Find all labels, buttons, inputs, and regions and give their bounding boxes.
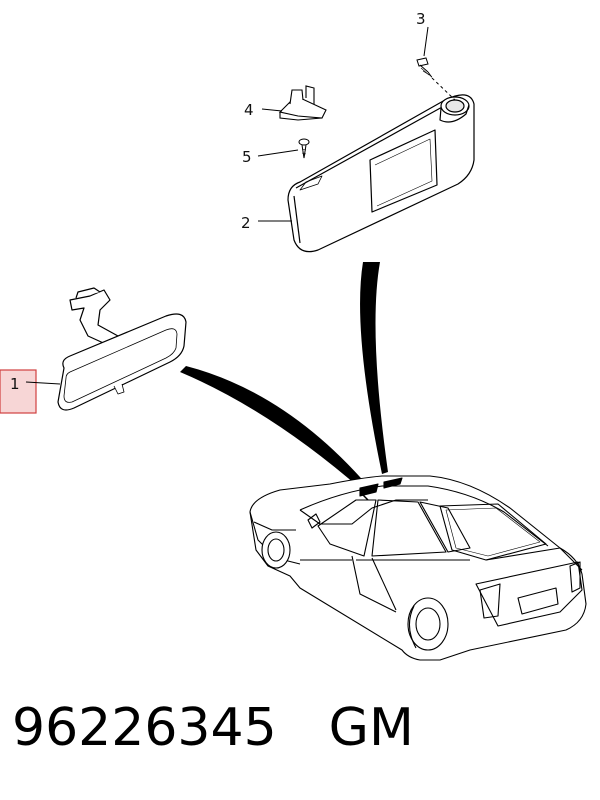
- callout-1-highlight: [0, 369, 61, 414]
- part-number: 96226345: [12, 698, 277, 758]
- screw-3: [416, 57, 456, 101]
- car-illustration: [249, 475, 587, 661]
- brand-label: GM: [328, 698, 414, 758]
- callout-2: 2: [241, 214, 251, 232]
- part-caption: 96226345 GM: [12, 698, 414, 758]
- callout-5: 5: [242, 148, 252, 166]
- callout-3: 3: [416, 10, 426, 28]
- leader-lines: [257, 26, 429, 222]
- pointer-arrows: [180, 262, 388, 490]
- callout-4: 4: [244, 101, 254, 119]
- callout-1: 1: [10, 375, 20, 393]
- rearview-mirror: [57, 287, 187, 411]
- screw-5: [298, 138, 310, 159]
- clip-4: [278, 85, 327, 121]
